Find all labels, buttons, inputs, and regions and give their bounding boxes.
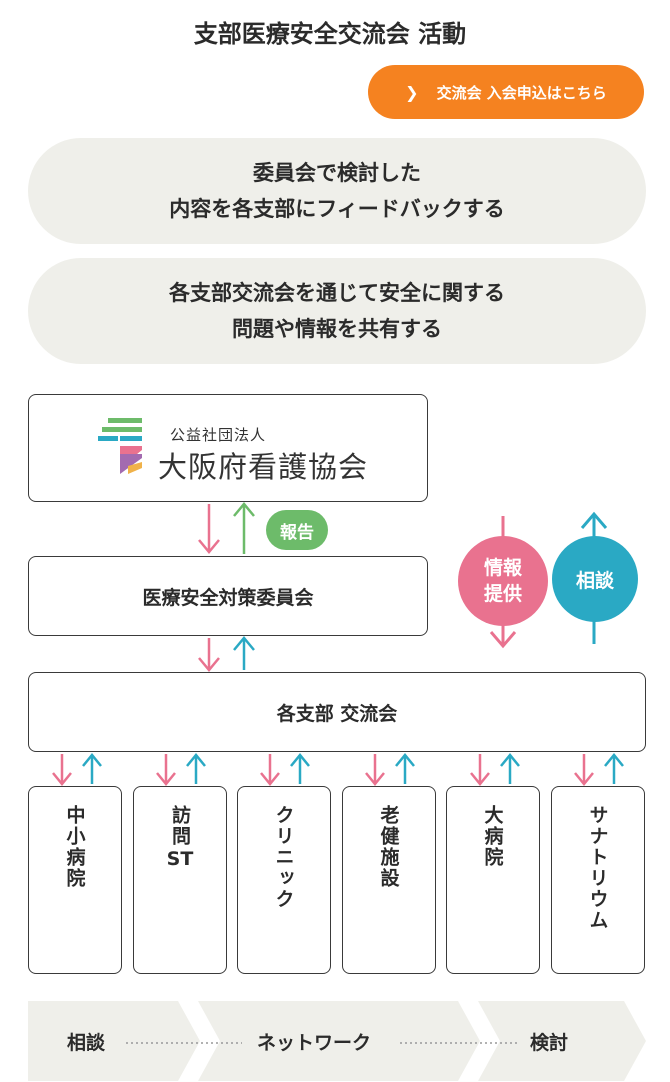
association-name: 大阪府看護協会	[158, 450, 369, 484]
arrow-up-green-icon	[233, 502, 255, 554]
activity-sharing-pill: 各支部交流会を通じて安全に関する 問題や情報を共有する	[28, 258, 646, 364]
association-subtitle: 公益社団法人	[170, 426, 267, 444]
information-provision-badge: 情報 提供	[458, 536, 548, 626]
facility-home-visit: 訪問 ST	[133, 786, 227, 974]
facility-label: 中小病院	[63, 805, 86, 889]
chevron-right-icon: ❯	[405, 82, 419, 102]
join-application-label: 交流会 入会申込はこちら	[436, 83, 607, 102]
facility-label: 老健施設	[377, 805, 400, 889]
consultation-badge: 相談	[552, 536, 638, 622]
facility-clinic: クリニック	[237, 786, 331, 974]
join-application-button[interactable]: ❯ 交流会 入会申込はこちら	[368, 65, 644, 119]
facility-label: 訪問	[169, 805, 191, 847]
flow-bar	[28, 1001, 646, 1081]
branch-exchange-box: 各支部 交流会	[28, 672, 646, 752]
arrow-up-teal-icon	[233, 636, 255, 670]
facility-label: サナトリウム	[586, 805, 609, 931]
info-badge-line: 提供	[483, 583, 522, 605]
report-badge: 報告	[266, 510, 328, 550]
flow-step-consult: 相談	[67, 1032, 106, 1054]
facility-label-st: ST	[166, 848, 194, 870]
pill-line: 内容を各支部にフィードバックする	[169, 197, 505, 221]
arrow-down-pink-icon	[198, 504, 220, 554]
activity-feedback-pill: 委員会で検討した 内容を各支部にフィードバックする	[28, 138, 646, 244]
association-box	[28, 394, 428, 502]
flow-step-review: 検討	[530, 1032, 569, 1054]
association-logo-icon	[98, 418, 142, 474]
facility-label: 大病院	[481, 805, 504, 868]
safety-committee-box: 医療安全対策委員会	[28, 556, 428, 636]
flow-step-network: ネットワーク	[257, 1032, 372, 1054]
page-title: 支部医療安全交流会 活動	[193, 20, 467, 48]
pill-line: 問題や情報を共有する	[232, 317, 442, 341]
pill-line: 委員会で検討した	[253, 161, 421, 185]
facility-label: クリニック	[272, 805, 295, 910]
facility-large-hospital: 大病院	[446, 786, 540, 974]
facility-sanatorium: サナトリウム	[551, 786, 645, 974]
pill-line: 各支部交流会を通じて安全に関する	[169, 281, 505, 305]
arrow-down-pink-icon	[198, 638, 220, 672]
info-badge-line: 情報	[483, 557, 522, 579]
facility-elderly-care: 老健施設	[342, 786, 436, 974]
facility-small-hospital: 中小病院	[28, 786, 122, 974]
